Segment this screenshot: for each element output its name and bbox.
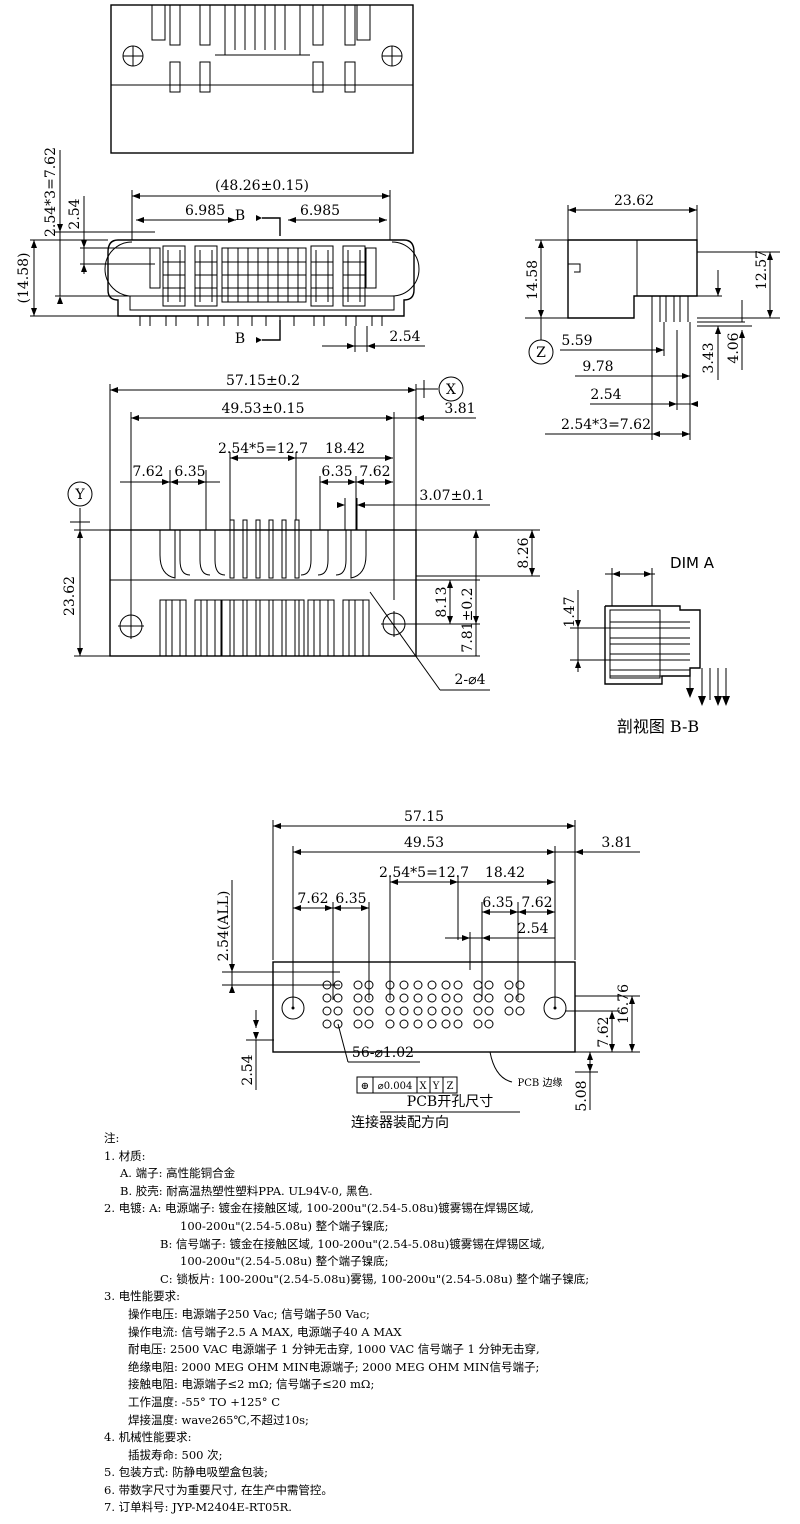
- pcb-left-a-label: 7.62: [297, 891, 328, 907]
- pcb-right-b-label: 7.62: [521, 895, 552, 911]
- datum-y-label: Y: [74, 487, 85, 503]
- note-line: 4. 机械性能要求:: [104, 1430, 192, 1445]
- pcb-right-span-label: 18.42: [485, 865, 525, 881]
- top-elevation-view: [110, 4, 414, 154]
- note-line: 绝缘电阻: 2000 MEG OHM MIN电源端子; 2000 MEG OHM…: [128, 1359, 540, 1374]
- side-height-label: 14.58: [525, 260, 541, 300]
- pcb-right-a-label: 6.35: [482, 895, 513, 911]
- note-line: 100-200u"(2.54-5.08u) 整个端子镍底;: [180, 1254, 389, 1269]
- front-right-b-label: 7.62: [359, 464, 390, 480]
- pcb-holes-label: 56-⌀1.02: [352, 1045, 414, 1061]
- tail-a-label: 3.43: [701, 342, 717, 373]
- pin-distance-label: 9.78: [582, 359, 613, 375]
- datum-x-label: X: [446, 382, 456, 398]
- front-hole-pos-label: 7.81±0.2: [460, 587, 476, 652]
- note-line: 100-200u"(2.54-5.08u) 整个端子镍底;: [180, 1218, 389, 1233]
- left-span-label: 6.985: [185, 203, 225, 219]
- pcb-caption-a: PCB开孔尺寸: [407, 1094, 493, 1110]
- pcb-row-height-label: 7.62: [596, 1016, 612, 1047]
- pcb-bottom-edge-label: 5.08: [574, 1080, 590, 1111]
- pcb-overall-label: 57.15: [404, 809, 444, 825]
- pin-offset-label: 5.59: [561, 333, 592, 349]
- front-edge-label: 3.81: [444, 401, 475, 417]
- side-view: 23.62 14.58 Z 12.57 3.43 4.06: [525, 193, 780, 440]
- side-pitch-stack-label: 2.54*3=7.62: [561, 417, 651, 433]
- note-line: 3. 电性能要求:: [104, 1289, 181, 1304]
- note-line: 工作温度: -55° TO +125° C: [128, 1394, 280, 1409]
- section-mark-top: B: [235, 208, 245, 224]
- tolerance-datum-z: Z: [447, 1081, 454, 1092]
- pin-grid: [162, 245, 366, 307]
- tail-b-label: 4.06: [726, 332, 742, 363]
- side-depth-label: 23.62: [614, 193, 654, 209]
- pcb-footprint-view: 57.15 49.53 3.81 7.62 6.35 2.54*5=12.7 1…: [216, 809, 640, 1113]
- front-offset-label: 3.07±0.1: [419, 488, 484, 504]
- note-line: 5. 包装方式: 防静电吸塑盒包装;: [104, 1465, 269, 1480]
- note-line: 操作电流: 信号端子2.5 A MAX, 电源端子40 A MAX: [128, 1324, 402, 1339]
- pcb-signal-span-label: 2.54*5=12.7: [379, 865, 469, 881]
- pcb-edge-text: PCB 边缘: [518, 1076, 563, 1089]
- pcb-pitch-label: 2.54: [517, 921, 548, 937]
- front-right-span-label: 18.42: [325, 441, 365, 457]
- position-tolerance-frame: ⊕ ⌀0.004 X Y Z: [356, 1076, 458, 1094]
- front-view: 57.15±0.2 X 49.53±0.15 3.81 2.54*5=12.7 …: [62, 373, 540, 691]
- pcb-hole-span-label: 49.53: [404, 835, 444, 851]
- front-left-a-label: 7.62: [132, 464, 163, 480]
- height-label: (14.58): [16, 252, 32, 303]
- note-line: 6. 带数字尺寸为重要尺寸, 在生产中需管控。: [104, 1482, 333, 1497]
- note-line: 接触电阻: 电源端子≤2 mΩ; 信号端子≤20 mΩ;: [128, 1377, 375, 1392]
- pitch-label: 2.54: [67, 198, 83, 229]
- top-plan-view: (48.26±0.15) 6.985 6.985 B B: [16, 147, 425, 352]
- pcb-edge-label: 3.81: [601, 835, 632, 851]
- tolerance-value: ⌀0.004: [378, 1081, 413, 1092]
- front-left-b-label: 6.35: [174, 464, 205, 480]
- front-hole-height-label: 8.13: [434, 586, 450, 617]
- front-height-label: 23.62: [62, 576, 78, 616]
- section-dim-label: 1.47: [562, 596, 578, 627]
- note-line: C: 锁板片: 100-200u"(2.54-5.08u)雾锡, 100-200…: [160, 1271, 590, 1286]
- pcb-pitch-all-label: 2.54(ALL): [216, 891, 232, 962]
- right-span-label: 6.985: [300, 203, 340, 219]
- front-right-a-label: 6.35: [321, 464, 352, 480]
- note-line: 焊接温度: wave265℃,不超过10s;: [128, 1412, 309, 1427]
- note-line: B: 信号端子: 镀金在接触区域, 100-200u"(2.54-5.08u)镀…: [160, 1236, 545, 1251]
- dim-a-title: DIM A: [670, 554, 715, 572]
- front-overall-label: 57.15±0.2: [226, 373, 300, 389]
- note-line: B. 胶壳: 耐高温热塑性塑料PPA. UL94V-0, 黑色.: [120, 1183, 373, 1198]
- note-line: 耐电压: 2500 VAC 电源端子 1 分钟无击穿, 1000 VAC 信号端…: [128, 1342, 540, 1357]
- section-b-b-view: DIM A 1.47 剖视图 B-B: [562, 554, 730, 736]
- note-line: 操作电压: 电源端子250 Vac; 信号端子50 Vac;: [128, 1306, 370, 1321]
- pcb-bottom-pitch-label: 2.54: [240, 1054, 256, 1085]
- pcb-height-label: 16.76: [616, 984, 632, 1024]
- front-upper-label: 8.26: [516, 537, 532, 568]
- tolerance-datum-y: Y: [432, 1081, 440, 1092]
- pcb-hole-grid: [322, 980, 525, 1029]
- position-tolerance-icon: ⊕: [361, 1081, 369, 1092]
- front-hole-span-label: 49.53±0.15: [222, 401, 305, 417]
- pcb-left-b-label: 6.35: [335, 891, 366, 907]
- notes-block: 注: 1. 材质: A. 端子: 高性能铜合金 B. 胶壳: 耐高温热塑性塑料PPA.…: [104, 1122, 784, 1517]
- note-line: A. 端子: 高性能铜合金: [120, 1166, 236, 1181]
- tolerance-datum-x: X: [419, 1081, 427, 1092]
- section-mark-bottom: B: [235, 331, 245, 347]
- datum-z-label: Z: [536, 345, 546, 361]
- section-caption: 剖视图 B-B: [617, 717, 699, 736]
- connector-drawing: (48.26±0.15) 6.985 6.985 B B: [16, 4, 780, 1113]
- note-line: 1. 材质:: [104, 1148, 146, 1163]
- bottom-pitch-label: 2.54: [389, 329, 420, 345]
- front-signal-span-label: 2.54*5=12.7: [218, 441, 308, 457]
- note-line: 插拔寿命: 500 次;: [128, 1447, 223, 1462]
- front-holes-label: 2-⌀4: [455, 672, 486, 688]
- side-pitch-label: 2.54: [590, 387, 621, 403]
- note-line: 注:: [104, 1131, 120, 1145]
- pcb-caption-b: 连接器装配方向: [351, 1115, 449, 1131]
- note-line: 7. 订单料号: JYP-M2404E-RT05R.: [104, 1500, 292, 1515]
- pitch-stack-label: 2.54*3=7.62: [43, 147, 59, 237]
- note-line: 2. 电镀: A: 电源端子: 镀金在接触区域, 100-200u"(2.54-…: [104, 1201, 534, 1216]
- side-right-height-label: 12.57: [754, 250, 770, 290]
- pin-tails: [139, 316, 383, 326]
- overall-width-label: (48.26±0.15): [215, 178, 309, 194]
